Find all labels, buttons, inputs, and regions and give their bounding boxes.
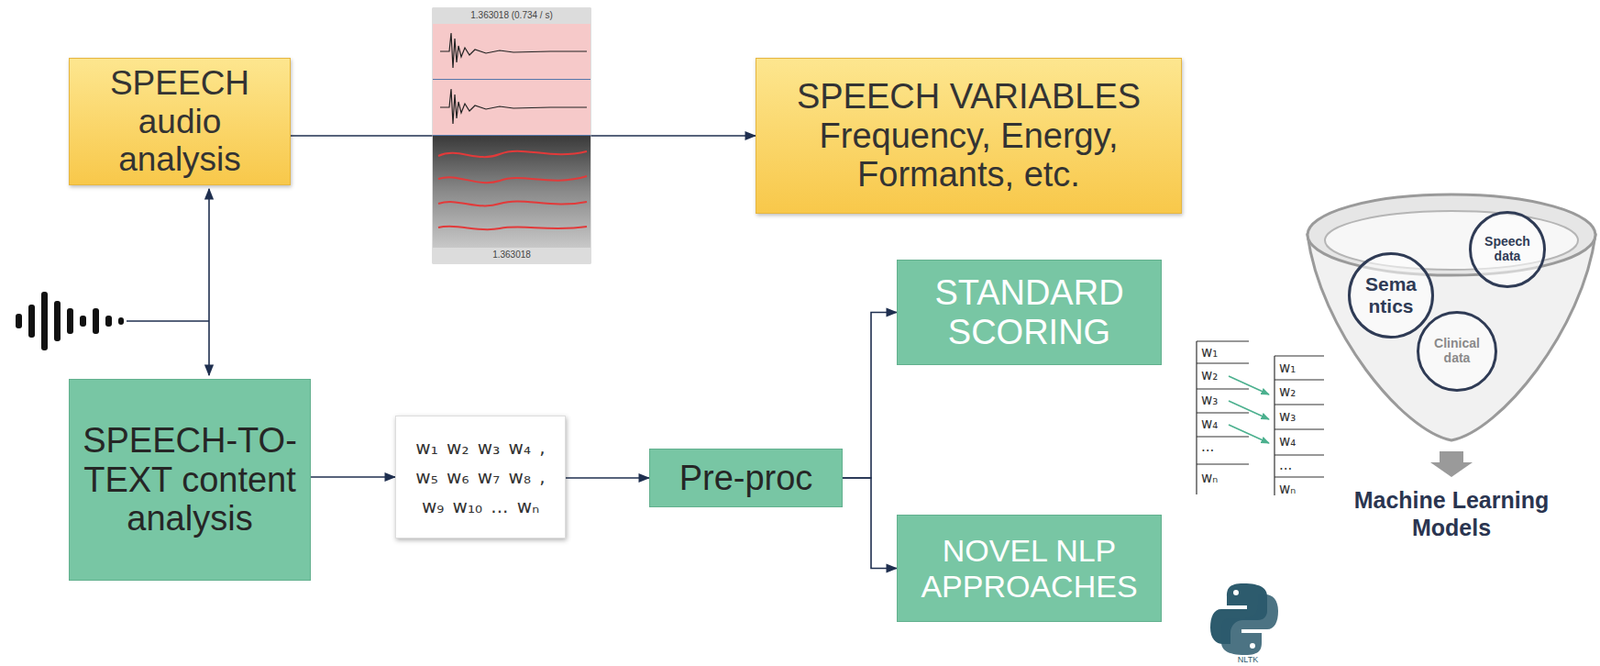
list-item: w₂ [1201,366,1218,384]
analysis-box: SPEECH-TO-TEXT content analysis [68,378,311,581]
list-item: ... [1201,438,1214,455]
node-title: SPEECH-TO-TEXT content analysis [78,420,301,539]
node-title: NOVEL NLP APPROACHES [906,532,1152,603]
connector-arrow [565,476,650,479]
list-item: w₁ [1201,343,1218,361]
node-body: Frequency, Energy, Formants, etc. [765,116,1172,195]
list-item: w₃ [1279,408,1296,425]
node-title: Pre-proc [679,458,814,498]
output-label: Machine Learning Models [1350,485,1553,541]
node-title: Sema ntics [1354,273,1428,317]
node-title: Speech data [1475,234,1540,264]
list-item: w₂ [1279,383,1296,400]
analysis-box: SPEECH audio analysis [68,57,291,186]
axis-value: 1.363018 (0.734 / s) [470,10,553,21]
list-item: w₁ [1279,359,1296,376]
node-title: STANDARD SCORING [906,273,1152,352]
list-item: w₄ [1201,415,1218,432]
connector-arrow [842,312,897,479]
word-lists [1196,341,1325,496]
list-item: wₙ [1279,480,1296,497]
node-title: SPEECH VARIABLES [796,77,1141,117]
process-box: Pre-proc [649,448,843,508]
logo-caption: NLTK [1237,654,1258,664]
spectrogram-image [432,8,591,264]
list-item: w₃ [1201,391,1218,409]
funnel [1307,194,1596,477]
variables-box: SPEECH VARIABLESFrequency, Energy, Forma… [755,57,1182,214]
word-sequence-box: w₁ w₂ w₃ w₄ , w₅ w₆ w₇ w₈ , w₉ w₁₀ ... w… [395,415,566,539]
method-box: NOVEL NLP APPROACHES [896,514,1162,622]
connector-arrow [842,477,897,569]
node-title: SPEECH audio analysis [78,64,281,178]
list-item: ... [1279,456,1292,474]
list-item: w₄ [1279,432,1296,450]
method-box: STANDARD SCORING [896,259,1162,365]
data-circle: Speech data [1468,210,1546,288]
waveform-icon [15,291,124,351]
split-wire [126,188,210,376]
axis-value: 1.363018 [492,249,531,260]
data-circle: Sema ntics [1347,252,1435,339]
node-title: Clinical data [1423,336,1491,365]
list-item: wₙ [1201,469,1218,486]
data-circle: Clinical data [1416,310,1498,392]
shift-arrows [1228,375,1269,443]
node-title: w₁ w₂ w₃ w₄ , w₅ w₆ w₇ w₈ , w₉ w₁₀ ... w… [405,432,556,521]
connector-arrow [310,475,396,478]
python-logo [1210,583,1279,655]
